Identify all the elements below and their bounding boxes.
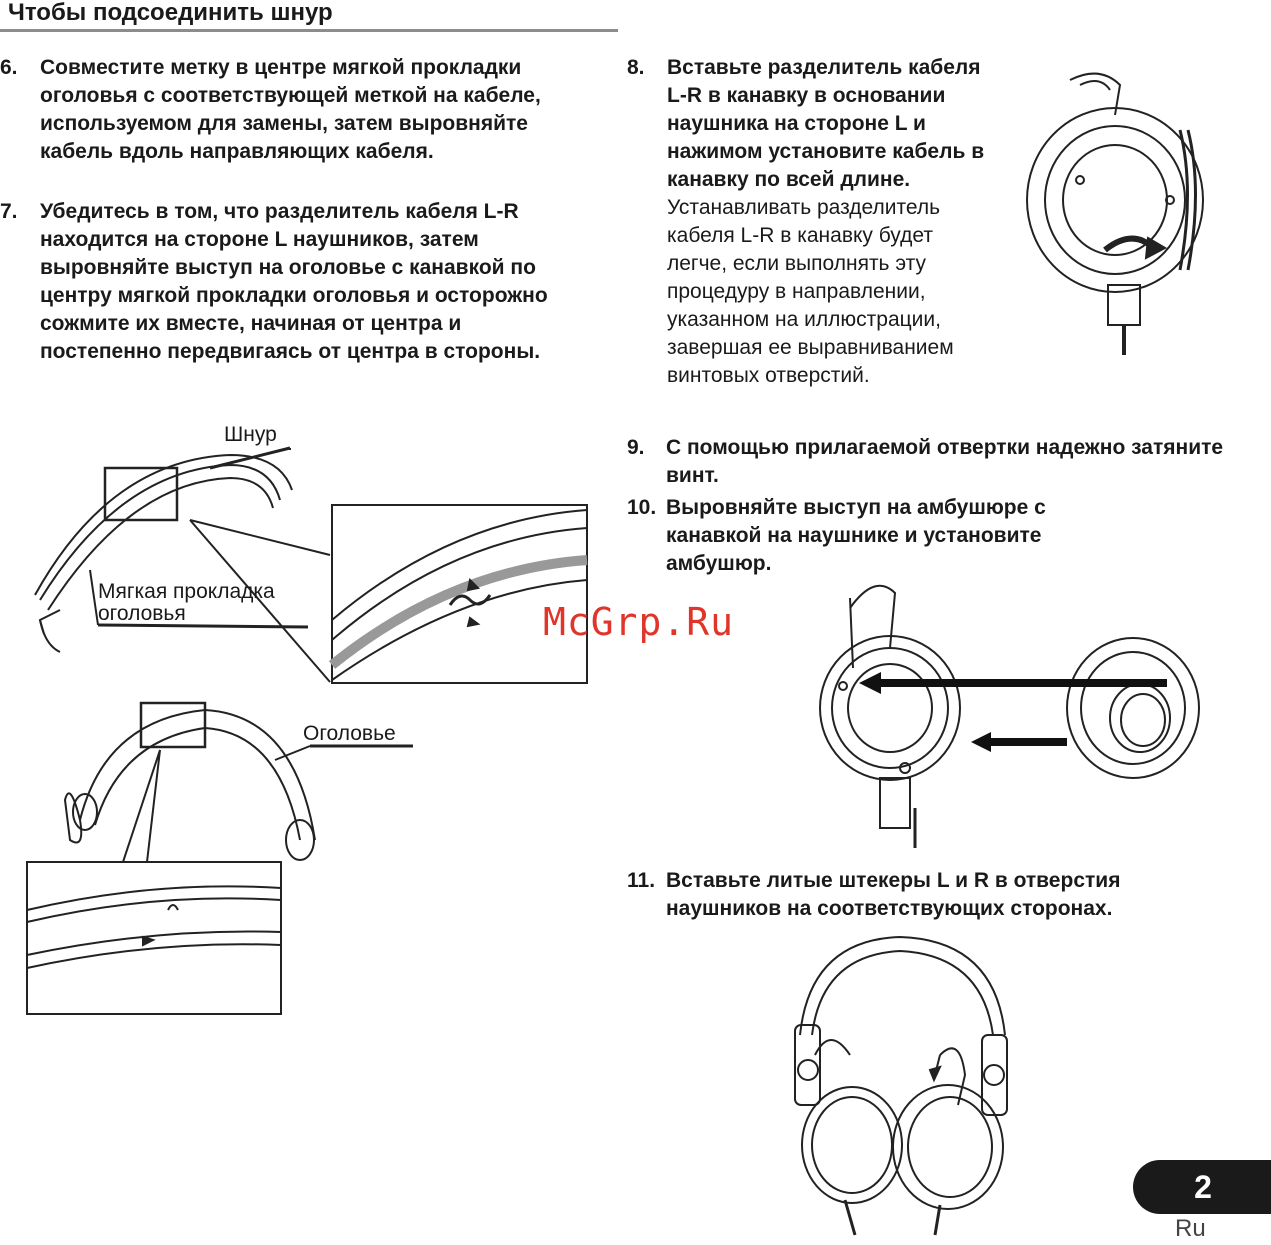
earcup-splitter-illustration [1020, 70, 1220, 360]
section-title: Чтобы подсоединить шнур [0, 0, 618, 32]
label-soft-pad: Мягкая прокладка оголовья [98, 580, 275, 625]
page-number-badge: 2 [1133, 1160, 1271, 1214]
step-11: 11. Вставьте литые штекеры L и R в отвер… [627, 867, 1227, 923]
step-note: Устанавливать разделитель кабеля L-R в к… [667, 196, 954, 387]
step-9: 9. С помощью прилагаемой отвертки надежн… [627, 434, 1227, 490]
step-number: 9. [627, 436, 645, 459]
earpad-installation-illustration [815, 578, 1210, 853]
step-text: С помощью прилагаемой отвертки надежно з… [666, 436, 1224, 487]
step-10: 10. Выровняйте выступ на амбушюре с кана… [627, 494, 1147, 578]
headphones-plug-illustration [790, 935, 1015, 1245]
step-7: 7. Убедитесь в том, что разделитель кабе… [0, 198, 560, 366]
step-text: Выровняйте выступ на амбушюре с канавкой… [666, 496, 1046, 575]
watermark: McGrp.Ru [543, 600, 735, 644]
step-number: 7. [0, 200, 18, 223]
step-8: 8. Вставьте разделитель кабеля L-R в кан… [627, 54, 997, 390]
step-number: 10. [627, 496, 657, 519]
step-number: 6. [0, 56, 18, 79]
step-number: 8. [627, 56, 645, 79]
headband-illustration [25, 700, 425, 1020]
language-code: Ru [1175, 1215, 1206, 1242]
step-text: Вставьте литые штекеры L и R в отверстия… [666, 869, 1121, 920]
label-headband: Оголовье [303, 722, 396, 745]
headband-pad-illustration [30, 420, 590, 690]
step-text: Убедитесь в том, что разделитель кабеля … [40, 200, 548, 363]
step-text: Вставьте разделитель кабеля L-R в канавк… [667, 56, 985, 191]
step-text: Совместите метку в центре мягкой проклад… [40, 56, 541, 163]
step-6: 6. Совместите метку в центре мягкой прок… [0, 54, 560, 166]
label-cord: Шнур [224, 423, 277, 446]
step-number: 11. [627, 869, 656, 892]
